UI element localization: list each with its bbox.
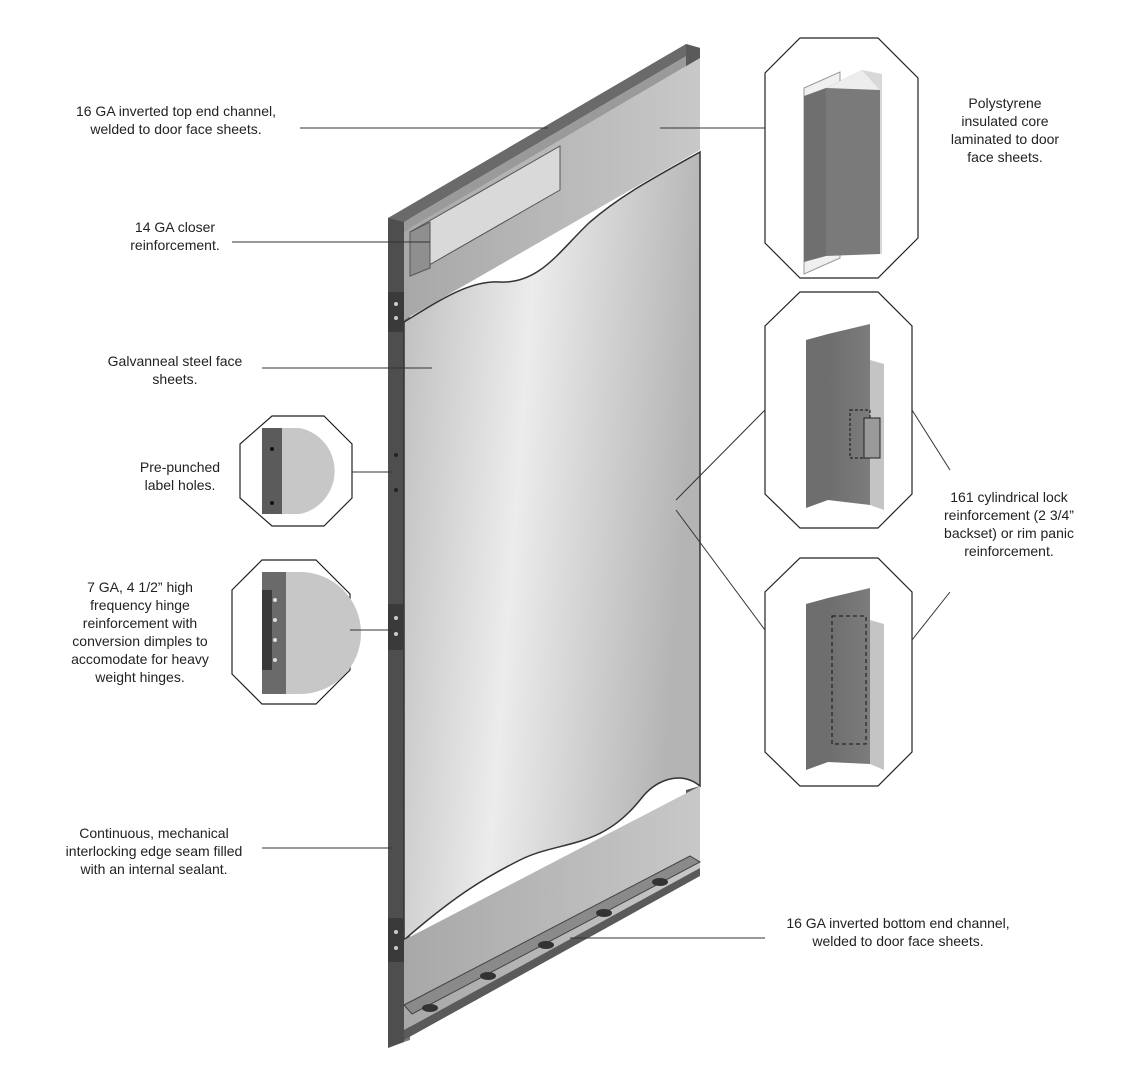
lock-reinforcement-detail bbox=[764, 291, 913, 529]
top-end-channel bbox=[388, 44, 700, 222]
callout-label-holes: Pre-punched label holes. bbox=[139, 459, 221, 493]
callout-hinge-reinforcement: 7 GA, 4 1/2” high frequency hinge reinfo… bbox=[71, 579, 209, 685]
callout-closer-reinforcement: 14 GA closer reinforcement. bbox=[130, 219, 220, 253]
callout-polystyrene-core: Polystyrene insulated core laminated to … bbox=[950, 95, 1060, 165]
panic-reinforcement-detail bbox=[764, 557, 913, 787]
bottom-end-channel bbox=[403, 855, 702, 1040]
closer-reinforcement bbox=[409, 145, 561, 277]
callout-face-sheets: Galvanneal steel face sheets. bbox=[107, 353, 243, 387]
core-detail bbox=[764, 37, 919, 279]
callout-top-channel: 16 GA inverted top end channel, welded t… bbox=[75, 103, 277, 137]
door-assembly bbox=[388, 44, 702, 1048]
label-holes-detail bbox=[239, 415, 353, 527]
leader-lines bbox=[232, 127, 951, 939]
callout-edge-seam: Continuous, mechanical interlocking edge… bbox=[65, 825, 243, 877]
callout-bottom-channel: 16 GA inverted bottom end channel, welde… bbox=[786, 915, 1010, 949]
hinge-detail bbox=[231, 559, 361, 705]
callout-lock-reinforcement: 161 cylindrical lock reinforcement (2 3/… bbox=[944, 489, 1074, 559]
hinge-reinforcement-marks bbox=[388, 292, 404, 962]
